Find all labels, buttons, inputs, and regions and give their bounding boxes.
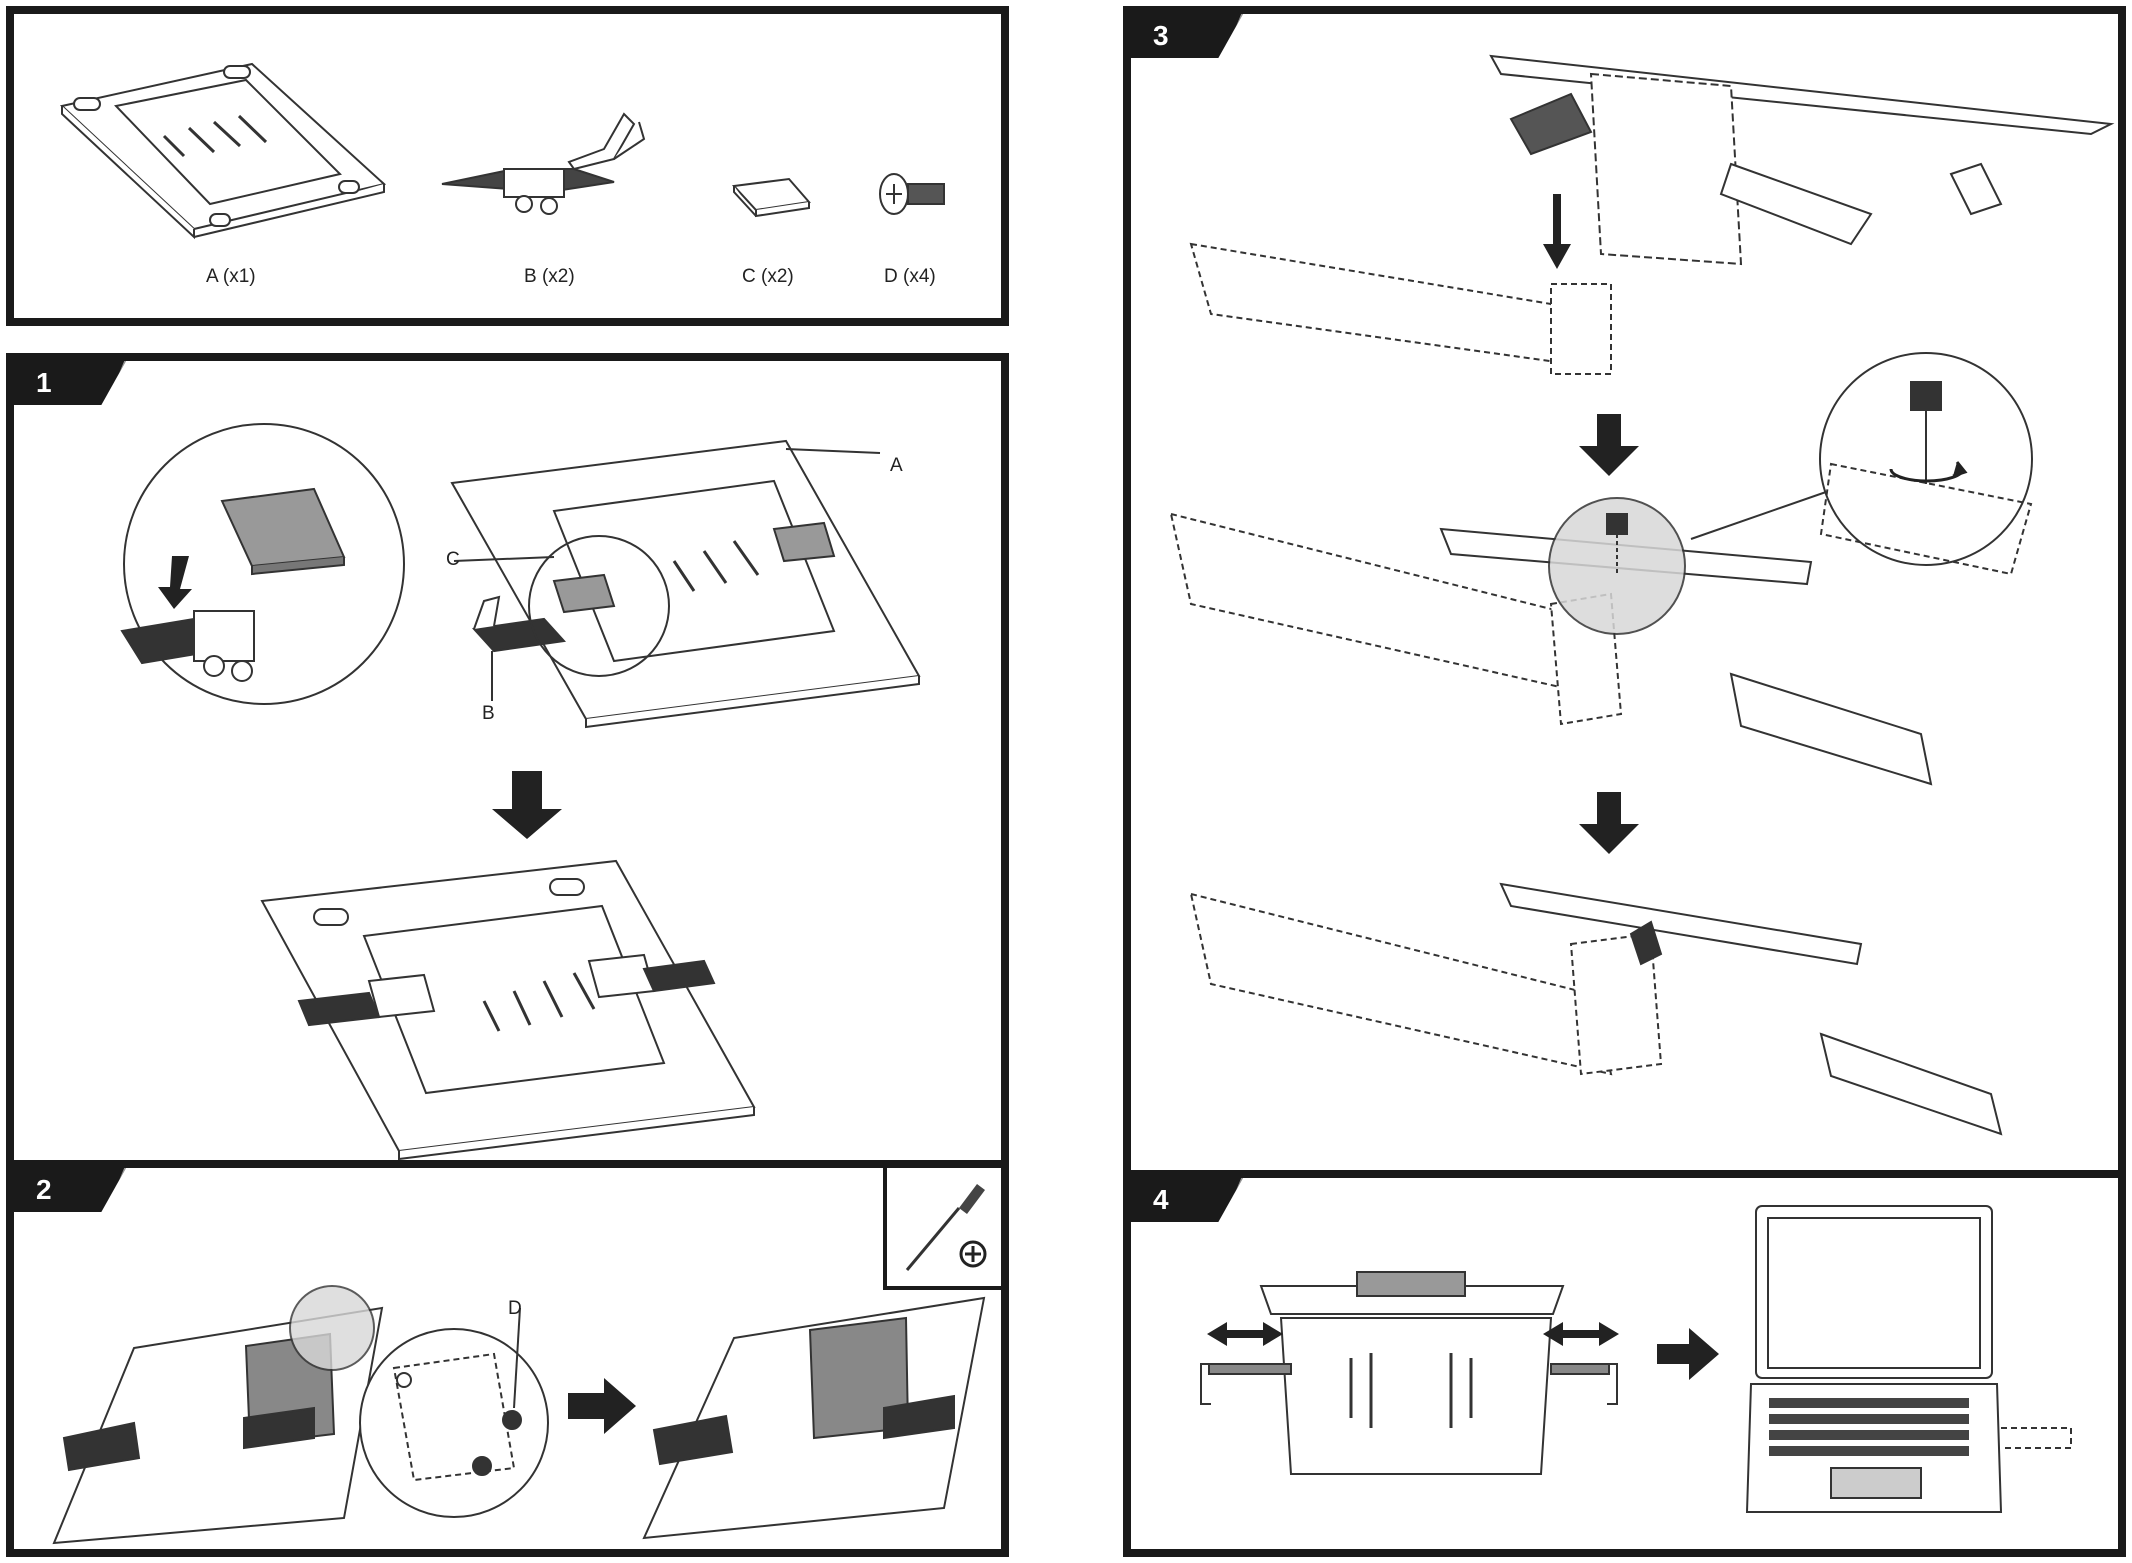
magnifier-circle-screws xyxy=(359,1307,549,1518)
down-arrow-icon xyxy=(1579,414,1639,476)
tray-with-plate-left xyxy=(52,1285,384,1545)
down-arrow-icon xyxy=(1579,792,1639,854)
part-d-screw xyxy=(879,173,945,215)
tray-with-plate-right xyxy=(642,1296,986,1540)
part-a-label: A (x1) xyxy=(206,266,256,287)
part-a-tray-plate xyxy=(59,62,387,240)
tray-on-arm-bottom xyxy=(1189,882,2003,1136)
callout-a: A xyxy=(890,455,903,476)
double-arrow-icon xyxy=(1543,1322,1619,1346)
parts-illustration xyxy=(59,62,945,240)
callout-d: D xyxy=(508,1298,522,1319)
step-2-illustration xyxy=(52,1285,986,1545)
step-1-illustration xyxy=(120,423,921,1160)
step-4-illustration xyxy=(1200,1205,2072,1513)
right-arrow-icon xyxy=(568,1378,636,1434)
step-3-panel: 3 xyxy=(1123,6,2126,1181)
part-c-label: C (x2) xyxy=(742,266,794,287)
callout-c: C xyxy=(446,549,460,570)
laptop-on-tray xyxy=(1745,1205,2072,1513)
down-arrow-icon xyxy=(492,771,562,839)
rotate-icon xyxy=(1889,461,1968,483)
tool-box xyxy=(883,1168,1001,1290)
step-1-panel: 1 xyxy=(6,353,1009,1168)
step-2-panel: 2 xyxy=(6,1160,1009,1557)
tray-assembly-top xyxy=(450,439,921,729)
down-arrow-icon xyxy=(158,556,192,609)
down-arrow-icon xyxy=(1543,194,1571,269)
part-d-label: D (x4) xyxy=(884,266,936,287)
step-3-illustration xyxy=(1169,54,2115,1136)
parts-list-panel: A (x1) B (x2) C (x2) D (x4) xyxy=(6,6,1009,326)
right-arrow-icon xyxy=(1657,1328,1719,1380)
step-4-badge: 4 xyxy=(1131,1178,1243,1222)
magnifier-circle xyxy=(120,423,405,705)
part-b-clamp-arm xyxy=(441,112,646,215)
step-4-panel: 4 xyxy=(1123,1170,2126,1557)
knob-magnifier-small xyxy=(1548,497,1686,635)
callout-b: B xyxy=(482,703,495,724)
tray-assembly-bottom xyxy=(260,859,756,1160)
part-b-label: B (x2) xyxy=(524,266,575,287)
part-c-cap xyxy=(731,177,811,218)
tray-front-view xyxy=(1200,1271,1618,1475)
tray-above-arm xyxy=(1189,54,2115,375)
callout-line xyxy=(1690,483,1850,540)
double-arrow-icon xyxy=(1207,1322,1283,1346)
knob-magnifier-large xyxy=(1819,352,2033,576)
phillips-screwdriver-icon xyxy=(905,1184,987,1271)
